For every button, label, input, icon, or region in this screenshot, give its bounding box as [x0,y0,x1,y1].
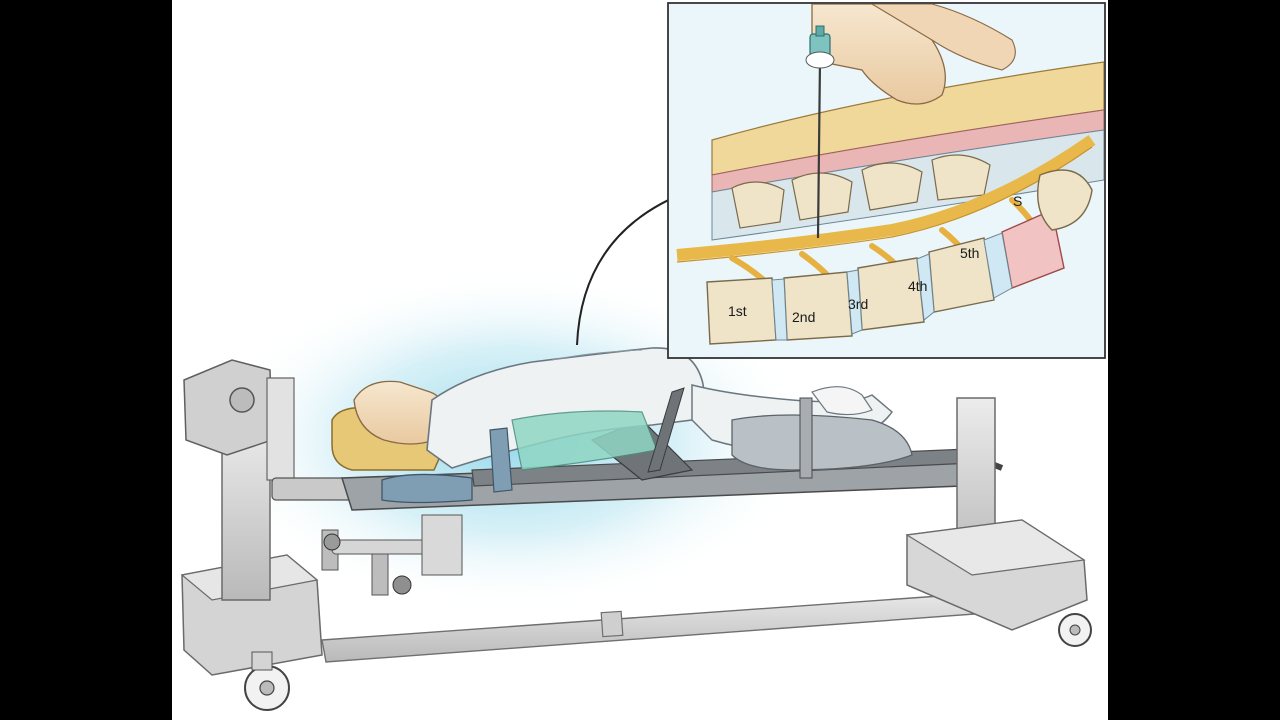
intervertebral-discs [771,232,1013,341]
head-end-unit [183,359,273,456]
cauda-equina-edge [676,146,1093,263]
back-contour [551,349,643,361]
letterbox-left [0,0,172,720]
cauda-equina [676,135,1096,261]
left-caster-mount [251,651,273,671]
procedure-illustration: 1st 2nd 3rd 4th 5th S [180,2,1106,711]
needle-flange [805,51,835,69]
leg-pillow [731,414,913,471]
label-3rd: 3rd [848,296,868,312]
hip-strap [647,387,685,473]
inset-panel: 1st 2nd 3rd 4th 5th S [667,2,1106,359]
callout-arrow [576,189,693,346]
label-4th: 4th [908,278,927,294]
chest-pad [381,473,473,504]
vertebral-bodies [706,169,1093,345]
label-2nd: 2nd [792,309,815,325]
right-base-top [905,519,1086,576]
head-frame [266,377,295,481]
illustration-canvas: 1st 2nd 3rd 4th 5th S [172,0,1108,720]
label-5th: 5th [960,245,979,261]
rail-joint [600,610,624,638]
patient-feet [811,386,873,416]
right-caster-hub [1069,624,1081,636]
adjust-knob [229,387,255,413]
leg-strap [799,397,813,479]
operator-fingers [870,4,1016,71]
label-sacrum: S [1013,193,1022,209]
label-1st: 1st [728,303,747,319]
letterbox-right [1108,0,1280,720]
head-clamp [271,477,463,596]
left-caster-hub [259,680,275,696]
needle-stylet-cap [815,25,825,37]
side-pad [489,427,513,493]
prone-patient [331,347,913,504]
spinal-needle [816,59,822,239]
spinous-processes [731,154,991,229]
